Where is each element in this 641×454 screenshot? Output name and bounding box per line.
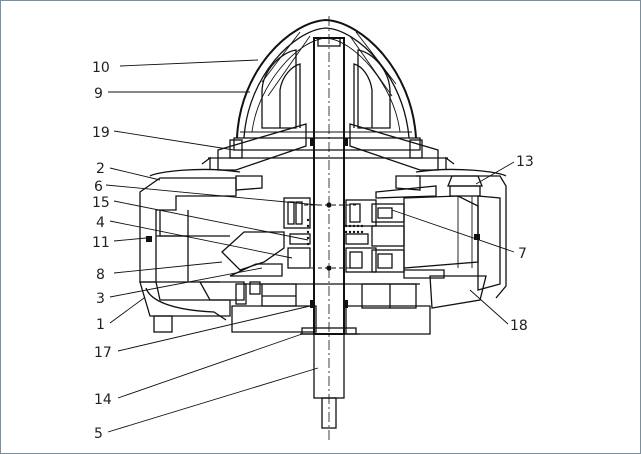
callout-19: 19 <box>92 125 110 141</box>
callout-7: 7 <box>518 246 527 262</box>
callout-13: 13 <box>516 154 534 170</box>
upper-housing <box>149 123 507 191</box>
shaft <box>304 16 356 440</box>
callout-5: 5 <box>94 426 103 442</box>
left-pole-piece <box>221 231 317 333</box>
callout-6: 6 <box>94 179 103 195</box>
right-housing <box>371 175 507 309</box>
bottom-housing <box>244 281 431 335</box>
bearing-assembly <box>283 197 377 273</box>
callout-15: 15 <box>92 195 110 211</box>
dome-cover <box>229 18 423 159</box>
callout-17: 17 <box>94 345 112 361</box>
callout-14: 14 <box>94 392 112 408</box>
left-housing <box>139 177 245 333</box>
callout-11: 11 <box>92 235 110 251</box>
callout-8: 8 <box>96 267 105 283</box>
callout-2: 2 <box>96 161 105 177</box>
leader-lines <box>105 59 515 433</box>
callout-4: 4 <box>96 215 105 231</box>
callout-9: 9 <box>94 86 103 102</box>
callout-3: 3 <box>96 291 105 307</box>
callout-1: 1 <box>96 317 105 333</box>
callout-18: 18 <box>510 318 528 334</box>
callout-10: 10 <box>92 60 110 76</box>
callout-labels: 10 9 19 2 6 15 4 11 8 3 1 17 14 5 13 7 1… <box>92 60 534 442</box>
